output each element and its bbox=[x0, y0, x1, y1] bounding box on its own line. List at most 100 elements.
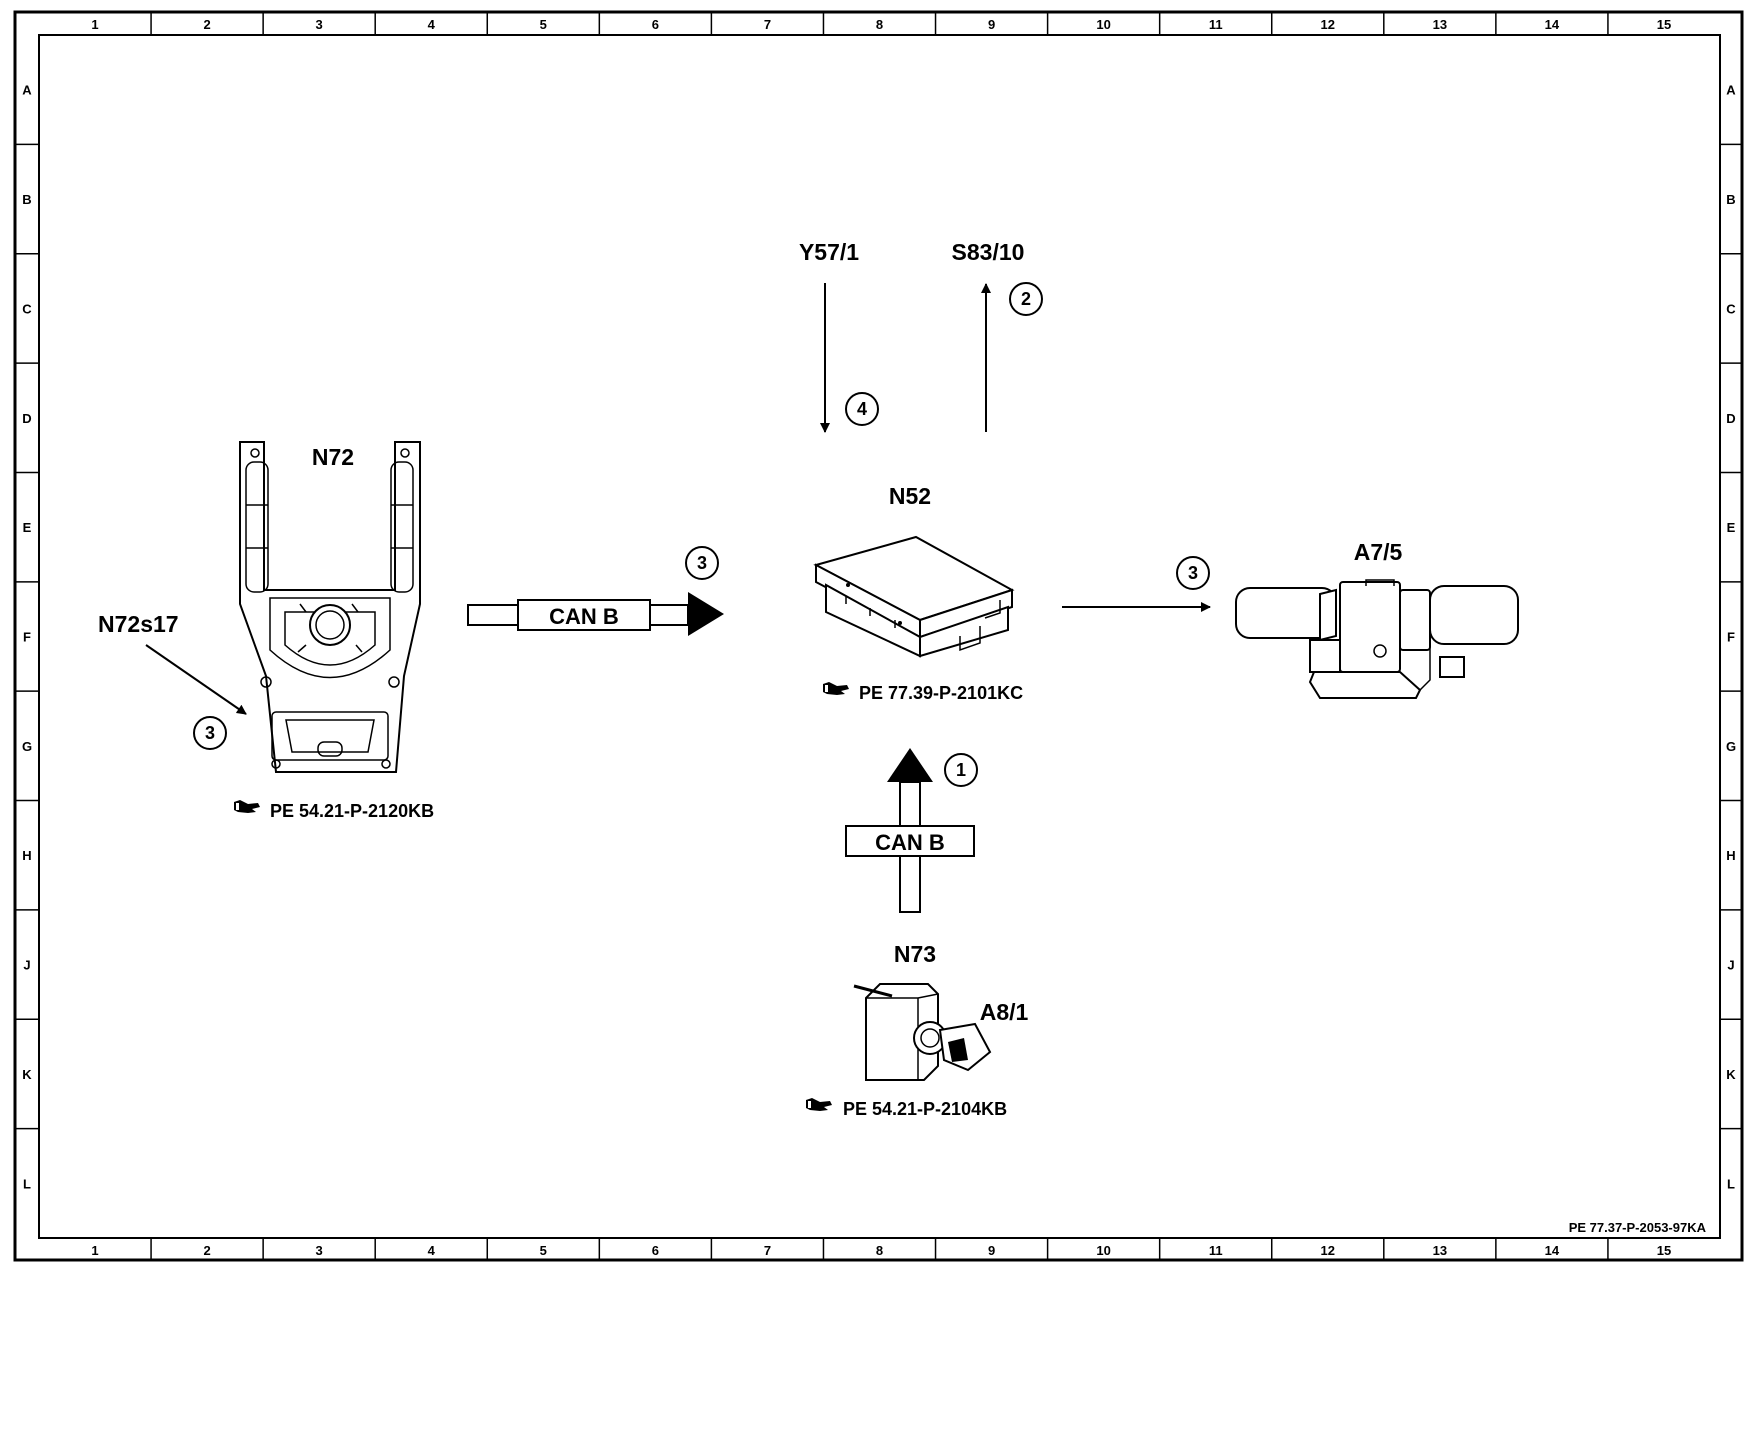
column-label: 2 bbox=[203, 17, 210, 32]
column-label: 14 bbox=[1545, 17, 1560, 32]
can-b-vertical-bus: CAN B bbox=[845, 748, 975, 913]
row-label: C bbox=[1726, 301, 1736, 316]
column-label: 1 bbox=[91, 1243, 98, 1258]
n72s17-label: N72s17 bbox=[98, 611, 179, 637]
row-label: L bbox=[1727, 1176, 1735, 1191]
row-label: D bbox=[1726, 411, 1735, 426]
row-label: E bbox=[23, 520, 32, 535]
a7-5-label: A7/5 bbox=[1354, 539, 1403, 565]
n73-reference: PE 54.21-P-2104KB bbox=[806, 1098, 1007, 1119]
row-label: D bbox=[22, 411, 31, 426]
a8-1-label: A8/1 bbox=[980, 999, 1029, 1025]
n52-reference: PE 77.39-P-2101KC bbox=[823, 682, 1023, 703]
column-label: 11 bbox=[1209, 17, 1223, 32]
column-label: 1 bbox=[91, 17, 98, 32]
row-label: L bbox=[23, 1176, 31, 1191]
row-label: A bbox=[1726, 83, 1736, 98]
row-label: J bbox=[23, 958, 30, 973]
row-ticks bbox=[15, 143, 1742, 1130]
row-labels: A A B B C C D D E E F F G G H H J J K K L L bbox=[22, 83, 1736, 1192]
reference-hand-icon bbox=[823, 682, 849, 695]
row-label: K bbox=[22, 1067, 32, 1082]
column-ticks bbox=[150, 12, 1609, 1260]
column-label: 5 bbox=[540, 17, 547, 32]
signal-2-circle: 2 bbox=[1009, 282, 1043, 316]
can-b-horizontal-label: CAN B bbox=[549, 604, 619, 629]
column-label: 5 bbox=[540, 1243, 547, 1258]
row-label: A bbox=[22, 83, 32, 98]
column-label: 6 bbox=[652, 1243, 659, 1258]
column-label: 15 bbox=[1657, 1243, 1671, 1258]
signal-1-circle: 1 bbox=[944, 753, 978, 787]
column-label: 7 bbox=[764, 1243, 771, 1258]
column-label: 4 bbox=[428, 17, 436, 32]
column-label: 12 bbox=[1321, 17, 1335, 32]
column-label: 9 bbox=[988, 1243, 995, 1258]
signal-3-n72s17-circle: 3 bbox=[193, 716, 227, 750]
row-label: G bbox=[22, 739, 32, 754]
column-label: 8 bbox=[876, 1243, 883, 1258]
n73-label: N73 bbox=[894, 941, 936, 967]
column-label: 13 bbox=[1433, 17, 1447, 32]
a8-1-key bbox=[938, 1022, 992, 1072]
column-label: 9 bbox=[988, 17, 995, 32]
svg-text:PE 54.21-P-2104KB: PE 54.21-P-2104KB bbox=[843, 1099, 1007, 1119]
n52-control-unit bbox=[813, 535, 1015, 658]
column-label: 7 bbox=[764, 17, 771, 32]
reference-hand-icon bbox=[234, 800, 260, 813]
svg-text:3: 3 bbox=[205, 723, 215, 743]
row-label: F bbox=[1727, 630, 1735, 645]
row-label: J bbox=[1727, 958, 1734, 973]
column-label: 6 bbox=[652, 17, 659, 32]
svg-text:3: 3 bbox=[1188, 563, 1198, 583]
row-label: H bbox=[22, 848, 31, 863]
row-label: H bbox=[1726, 848, 1735, 863]
row-label: C bbox=[22, 301, 32, 316]
svg-text:2: 2 bbox=[1021, 289, 1031, 309]
drawing-frame: 1122334455667788991010111112121313141415… bbox=[13, 10, 1744, 1262]
n73-ignition-switch bbox=[853, 983, 947, 1081]
svg-text:PE 77.39-P-2101KC: PE 77.39-P-2101KC bbox=[859, 683, 1023, 703]
row-label: E bbox=[1727, 520, 1736, 535]
document-id: PE 77.37-P-2053-97KA bbox=[1569, 1220, 1707, 1235]
column-label: 4 bbox=[428, 1243, 436, 1258]
y57-1-label: Y57/1 bbox=[799, 239, 859, 265]
signal-3-can-circle: 3 bbox=[685, 546, 719, 580]
column-label: 2 bbox=[203, 1243, 210, 1258]
n72-reference: PE 54.21-P-2120KB bbox=[234, 800, 434, 821]
can-b-horizontal-bus: CAN B bbox=[467, 592, 724, 636]
column-label: 11 bbox=[1209, 1243, 1223, 1258]
row-label: G bbox=[1726, 739, 1736, 754]
n72-overhead-panel bbox=[239, 441, 421, 773]
svg-text:3: 3 bbox=[697, 553, 707, 573]
outer-frame bbox=[13, 10, 1744, 1262]
column-label: 8 bbox=[876, 17, 883, 32]
column-label: 3 bbox=[316, 17, 323, 32]
reference-hand-icon bbox=[806, 1098, 832, 1111]
n72s17-arrow bbox=[145, 644, 247, 715]
svg-text:1: 1 bbox=[956, 760, 966, 780]
signal-3-a7-5-circle: 3 bbox=[1176, 556, 1210, 590]
inner-frame bbox=[38, 34, 1721, 1239]
n72-label: N72 bbox=[312, 444, 354, 470]
column-label: 13 bbox=[1433, 1243, 1447, 1258]
svg-text:4: 4 bbox=[857, 399, 867, 419]
a7-5-component bbox=[1235, 579, 1519, 699]
row-label: B bbox=[1726, 192, 1735, 207]
can-b-vertical-label: CAN B bbox=[875, 830, 945, 855]
column-label: 10 bbox=[1096, 17, 1110, 32]
n52-label: N52 bbox=[889, 483, 931, 509]
column-label: 10 bbox=[1096, 1243, 1110, 1258]
column-label: 14 bbox=[1545, 1243, 1560, 1258]
s83-10-label: S83/10 bbox=[952, 239, 1025, 265]
row-label: F bbox=[23, 630, 31, 645]
row-label: K bbox=[1726, 1067, 1736, 1082]
column-label: 15 bbox=[1657, 17, 1671, 32]
column-label: 3 bbox=[316, 1243, 323, 1258]
signal-4-circle: 4 bbox=[845, 392, 879, 426]
svg-text:PE 54.21-P-2120KB: PE 54.21-P-2120KB bbox=[270, 801, 434, 821]
column-labels: 1122334455667788991010111112121313141415… bbox=[91, 17, 1671, 1258]
column-label: 12 bbox=[1321, 1243, 1335, 1258]
row-label: B bbox=[22, 192, 31, 207]
